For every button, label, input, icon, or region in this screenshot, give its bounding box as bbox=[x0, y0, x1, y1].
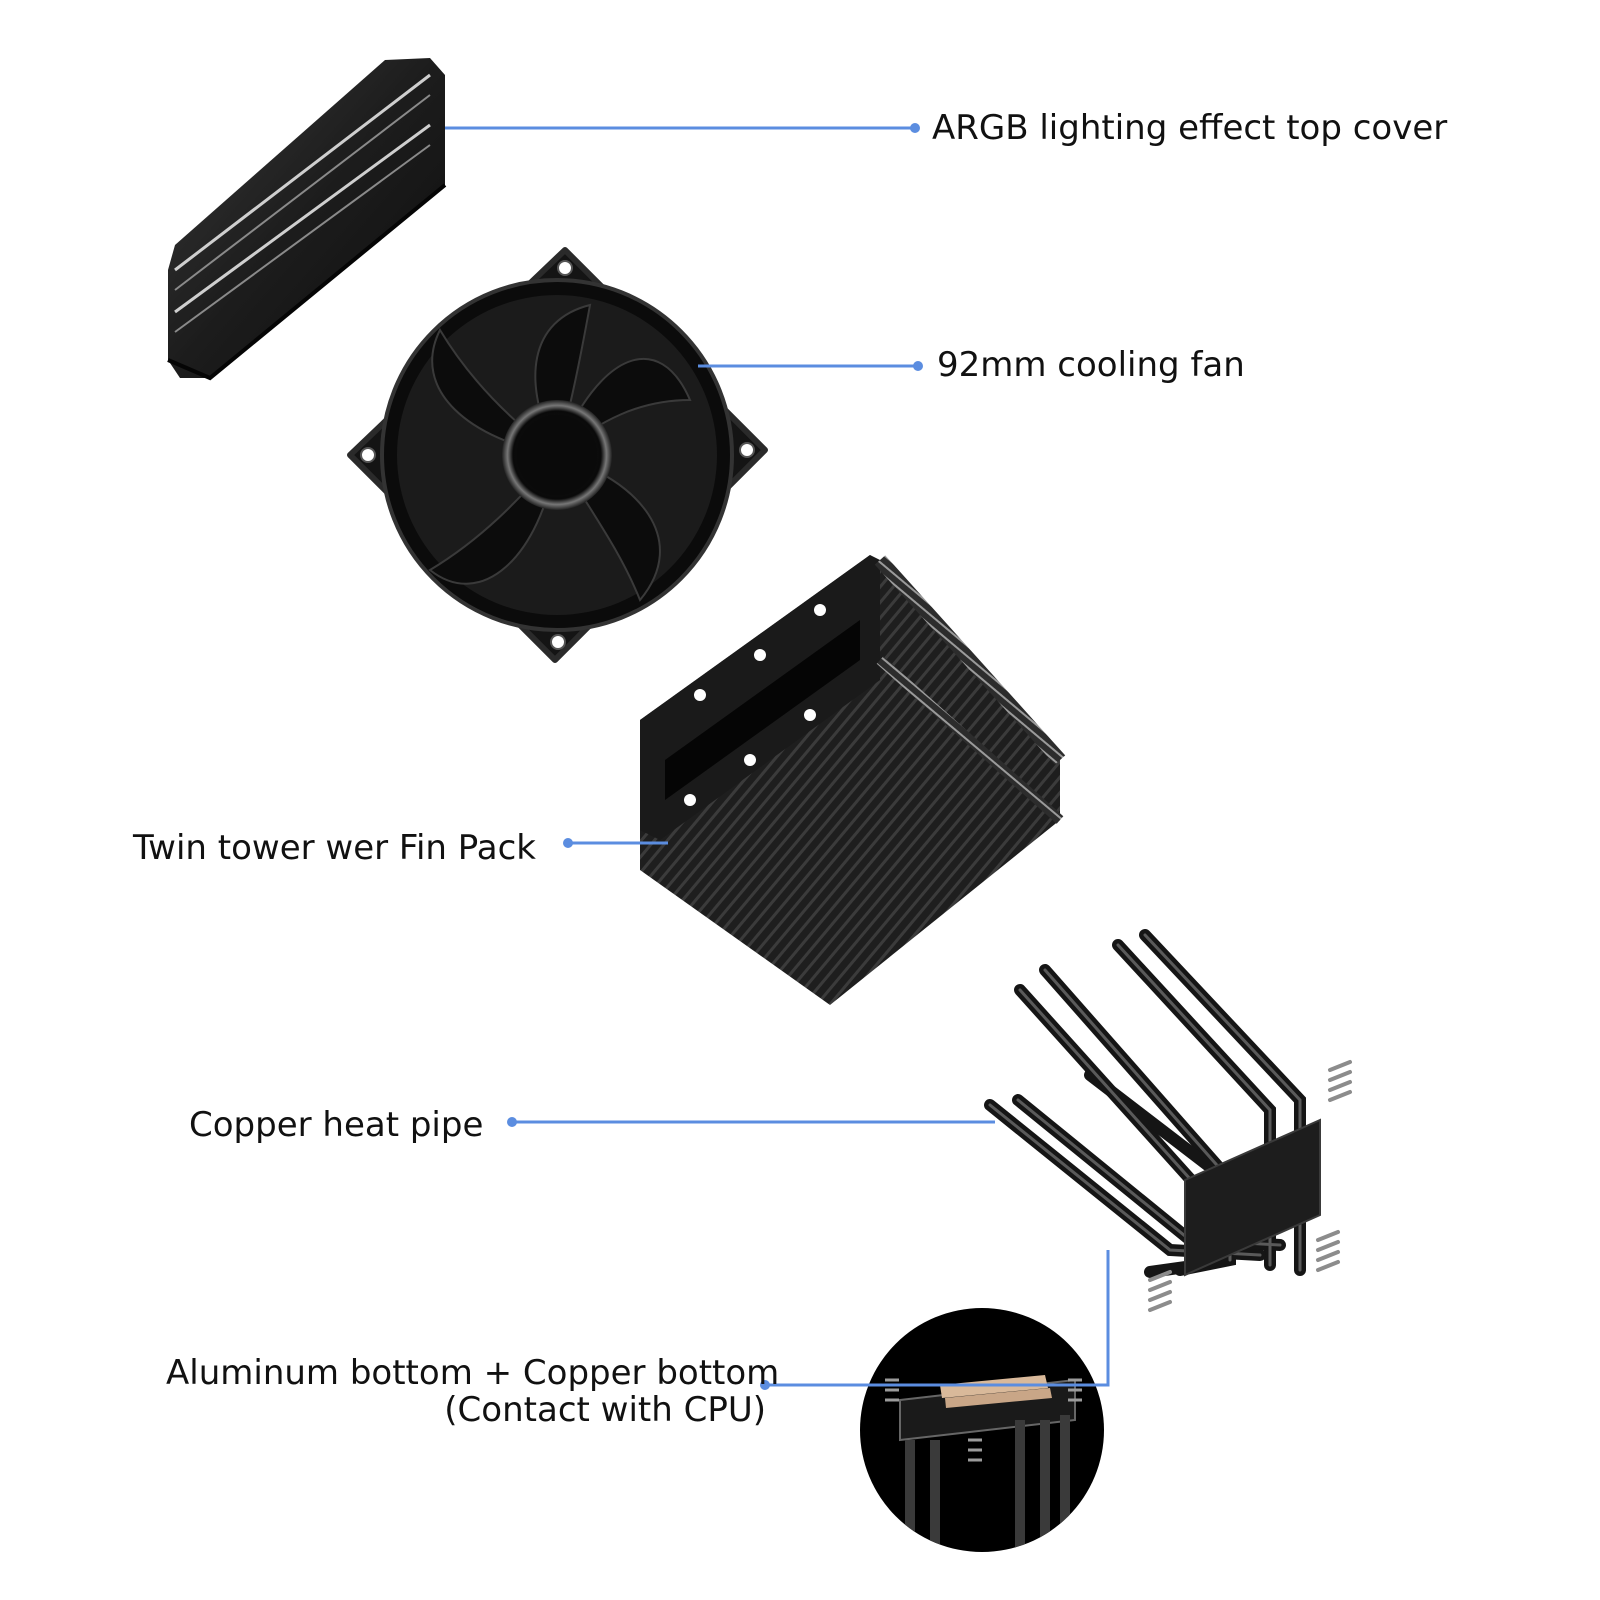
base-inset-illustration bbox=[860, 1308, 1104, 1552]
leader-dot-top-cover bbox=[910, 123, 920, 133]
label-base-line1: Aluminum bottom + Copper bottom bbox=[166, 1353, 780, 1393]
leader-base bbox=[768, 1250, 1110, 1387]
leader-dot-base bbox=[760, 1380, 770, 1390]
cooling-fan-illustration bbox=[347, 247, 768, 663]
leader-dot-fin-pack bbox=[563, 838, 573, 848]
label-base: Aluminum bottom + Copper bottom (Contact… bbox=[166, 1353, 780, 1430]
heat-pipe-illustration bbox=[984, 929, 1352, 1312]
label-base-line2: (Contact with CPU) bbox=[444, 1390, 766, 1430]
label-heat-pipe: Copper heat pipe bbox=[189, 1105, 484, 1145]
label-fin-pack: Twin tower wer Fin Pack bbox=[133, 828, 536, 868]
label-top-cover: ARGB lighting effect top cover bbox=[932, 108, 1448, 148]
leader-dot-heat-pipe bbox=[507, 1117, 517, 1127]
leader-lines bbox=[445, 126, 1110, 1387]
fin-pack-illustration bbox=[640, 555, 1066, 1005]
top-cover-illustration bbox=[167, 58, 447, 381]
leader-dots bbox=[507, 123, 923, 1390]
leader-dot-fan bbox=[913, 361, 923, 371]
label-cooling-fan: 92mm cooling fan bbox=[937, 345, 1245, 385]
